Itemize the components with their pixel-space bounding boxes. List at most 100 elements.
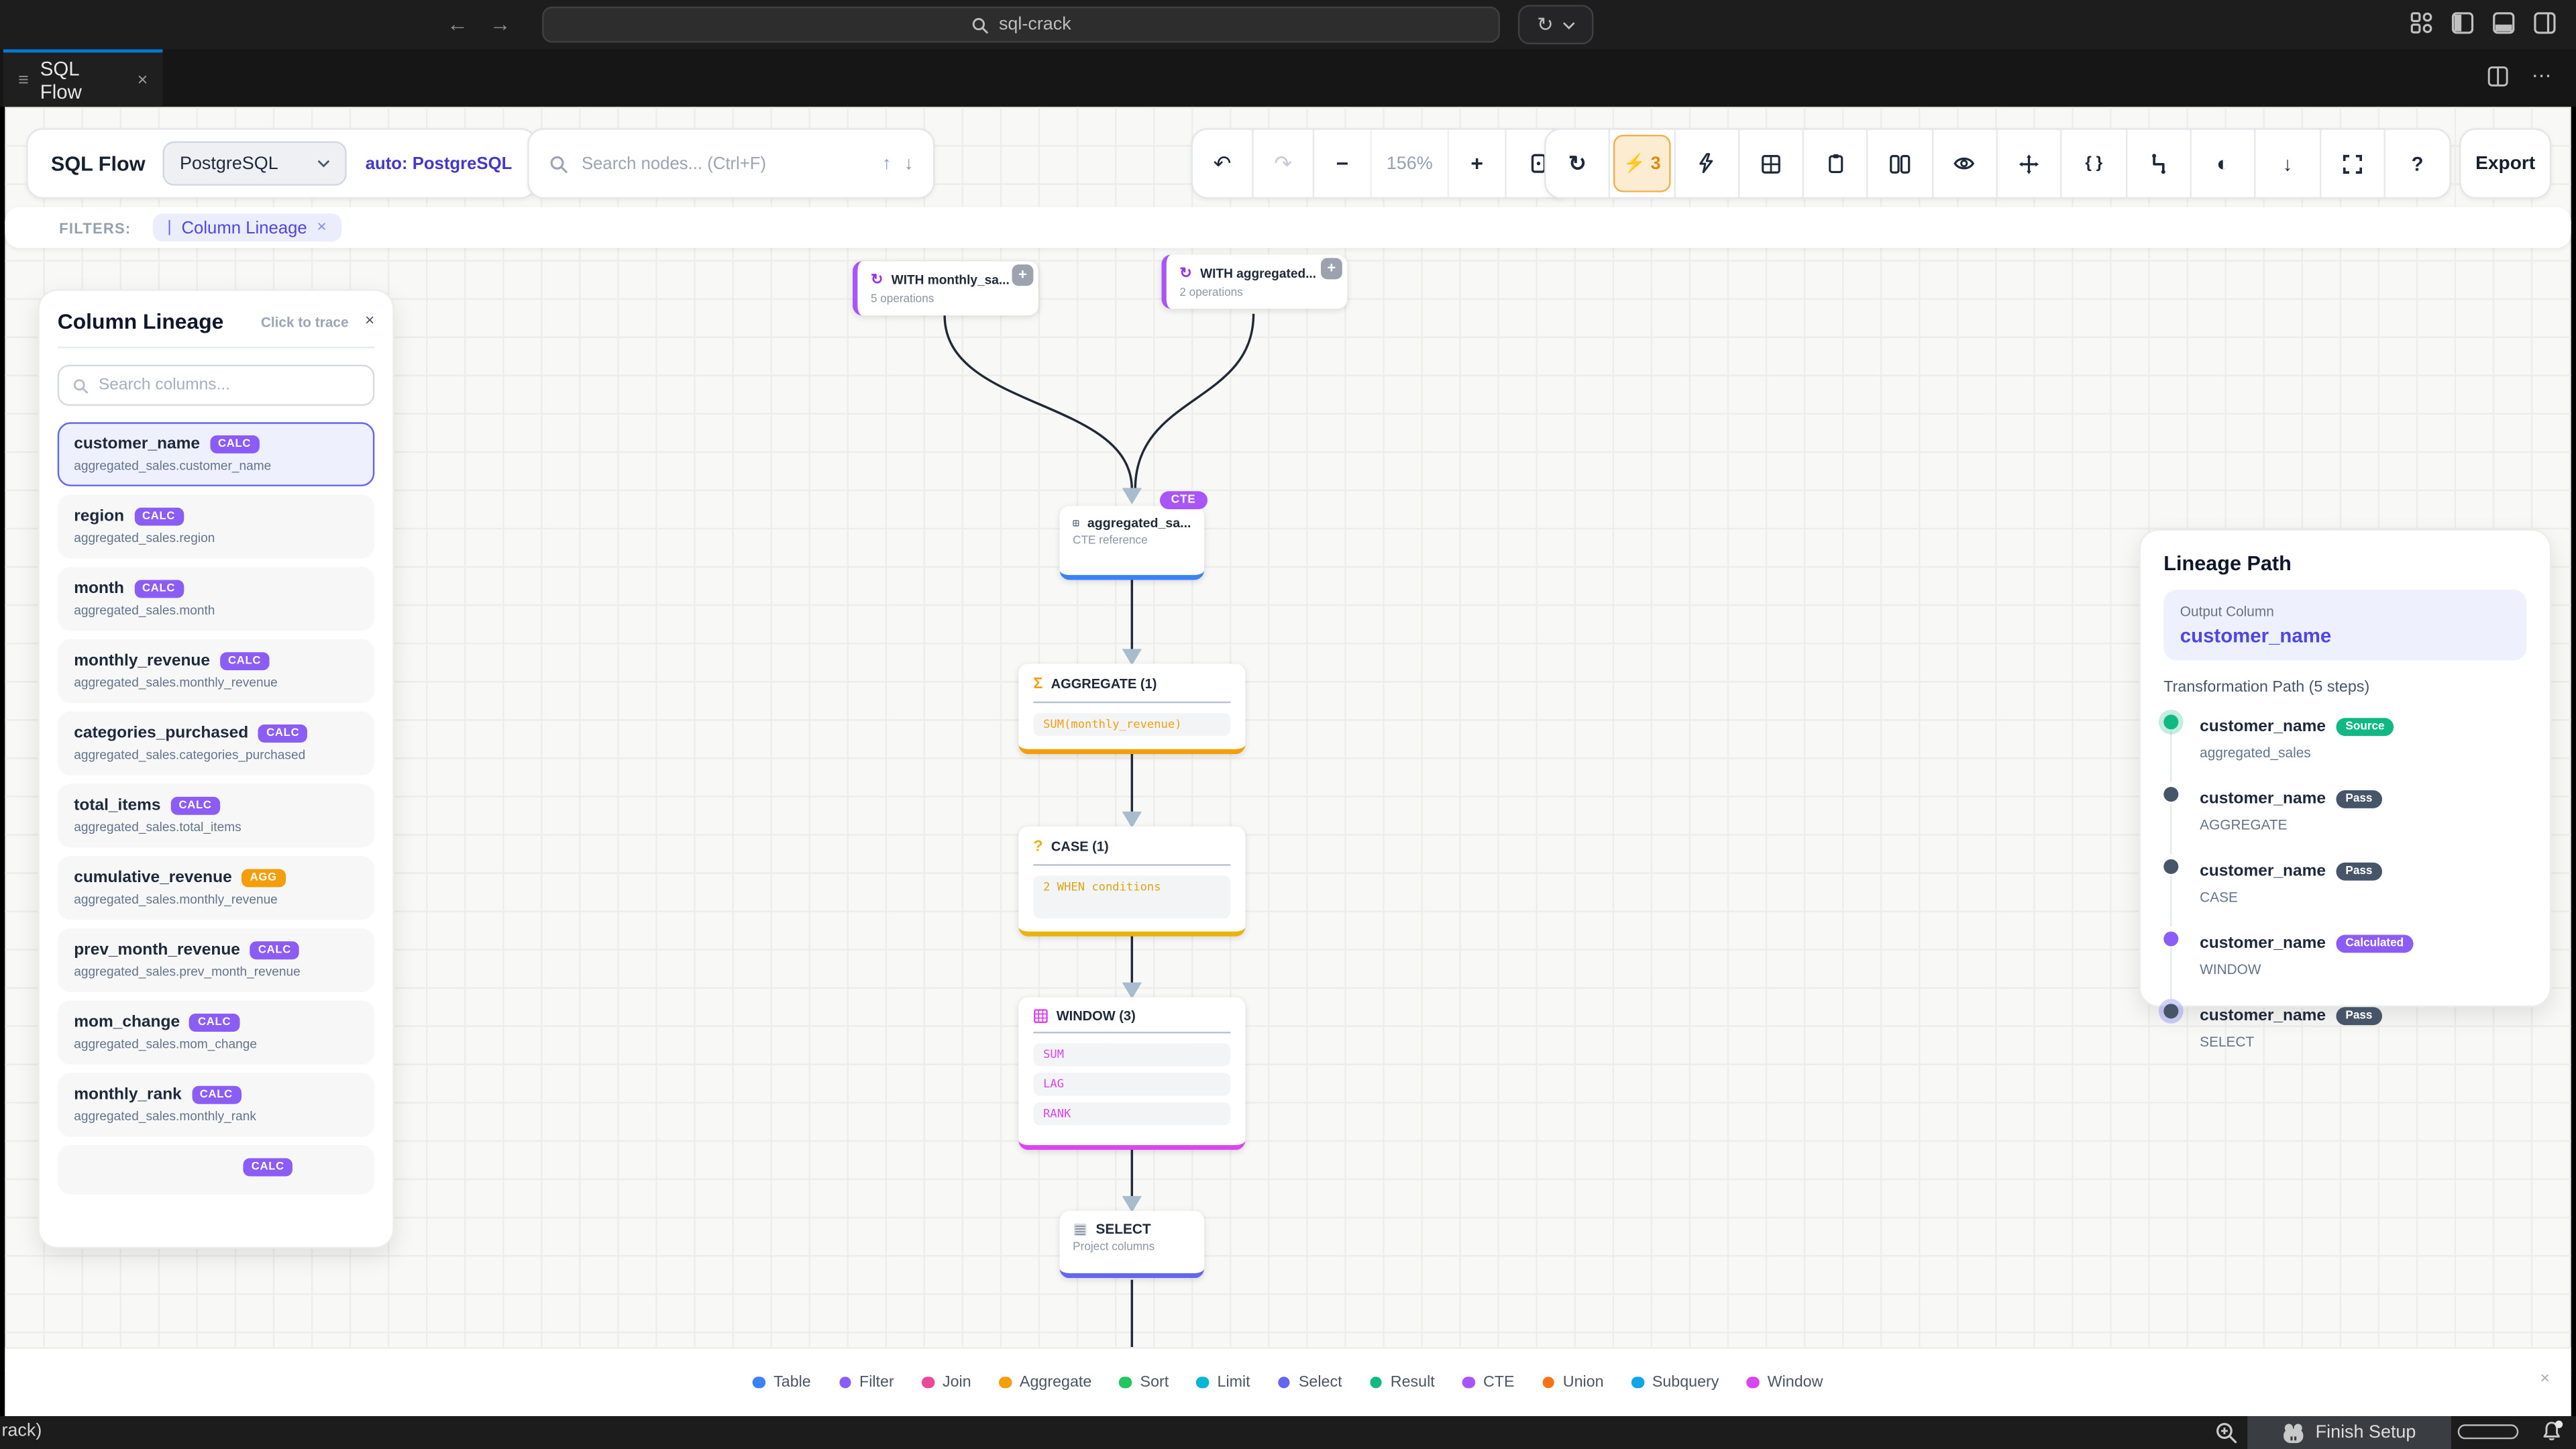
- sync-dropdown-button[interactable]: ↻: [1517, 5, 1594, 45]
- panel-bottom-icon[interactable]: [2492, 11, 2515, 34]
- bolt-count-button[interactable]: ⚡ 3: [1611, 129, 1675, 197]
- more-actions-icon[interactable]: ⋯: [2531, 64, 2553, 87]
- column-search-placeholder: Search columns...: [98, 376, 230, 394]
- refresh-button[interactable]: ↻: [1546, 129, 1611, 197]
- redo-button[interactable]: ↷: [1254, 129, 1315, 197]
- braces-button[interactable]: { }: [2062, 129, 2127, 197]
- legend-dot: [839, 1376, 851, 1389]
- back-button[interactable]: ←: [447, 11, 468, 36]
- column-source: aggregated_sales.customer_name: [74, 458, 272, 474]
- export-button[interactable]: Export: [2459, 128, 2552, 199]
- filter-chip-column-lineage[interactable]: | Column Lineage ×: [152, 213, 341, 242]
- panel-right-icon[interactable]: [2533, 11, 2556, 34]
- column-list-item[interactable]: customer_name CALC aggregated_sales.cust…: [57, 422, 375, 486]
- contrast-button[interactable]: ◐: [2192, 129, 2257, 197]
- node-with-monthly-sales[interactable]: ↻ WITH monthly_sa... 5 operations +: [853, 261, 1038, 316]
- legend-item: Result: [1370, 1373, 1435, 1391]
- sync-icon: ↻: [1536, 13, 1554, 36]
- legend-item: Window: [1747, 1373, 1823, 1391]
- column-list-item[interactable]: cumulative_revenue AGG aggregated_sales.…: [57, 855, 375, 920]
- column-list-item[interactable]: monthly_rank CALC aggregated_sales.month…: [57, 1073, 375, 1137]
- address-bar[interactable]: sql-crack: [542, 6, 1500, 43]
- question-icon: ?: [1033, 837, 1043, 856]
- lineage-path-panel: Lineage Path Output Column customer_name…: [2139, 529, 2552, 1050]
- node-subtitle: 5 operations: [870, 293, 934, 305]
- step-column-name: customer_name: [2200, 790, 2326, 808]
- arrow-down-button[interactable]: ↓: [2256, 129, 2321, 197]
- progress-pill: [2457, 1424, 2519, 1440]
- column-list-item[interactable]: month CALC aggregated_sales.month: [57, 566, 375, 631]
- column-search-input[interactable]: Search columns...: [57, 364, 375, 406]
- step-badge: Pass: [2335, 790, 2383, 808]
- output-column-label: Output Column: [2180, 602, 2274, 620]
- legend-dot: [1196, 1376, 1210, 1389]
- close-legend-icon[interactable]: ×: [2540, 1370, 2550, 1389]
- node-cte-reference[interactable]: CTE aggregated_sa... CTE reference: [1059, 491, 1208, 580]
- column-type-badge: CALC: [189, 1014, 239, 1032]
- chevron-down-icon: [1562, 21, 1574, 29]
- legend-dot: [1631, 1376, 1644, 1389]
- tab-sql-flow[interactable]: ≡ SQL Flow ×: [3, 49, 163, 107]
- column-lineage-panel: Column Lineage Click to trace × Search c…: [38, 289, 394, 1249]
- close-panel-icon[interactable]: ×: [365, 312, 375, 331]
- auto-dialect-label: auto: PostgreSQL: [365, 153, 513, 174]
- clipboard-button[interactable]: [1804, 129, 1869, 197]
- legend-label: Union: [1562, 1373, 1604, 1392]
- next-match-button[interactable]: ↓: [904, 153, 914, 174]
- dialect-select[interactable]: PostgreSQL: [163, 141, 347, 186]
- column-list-item[interactable]: CALC: [57, 1144, 375, 1195]
- zoom-in-button[interactable]: +: [1470, 151, 1483, 176]
- finish-setup-label: Finish Setup: [2315, 1422, 2416, 1443]
- undo-button[interactable]: ↶: [1193, 129, 1254, 197]
- column-list-item[interactable]: region CALC aggregated_sales.region: [57, 494, 375, 559]
- panel-left-icon[interactable]: [2451, 11, 2474, 34]
- tools-card: ↻ ⚡ 3 { } ◐ ↓: [1544, 128, 2452, 199]
- select-lines-icon: [1074, 1222, 1087, 1236]
- editor-tabbar: ≡ SQL Flow × ⋯: [0, 49, 2576, 107]
- column-list-item[interactable]: monthly_revenue CALC aggregated_sales.mo…: [57, 639, 375, 704]
- column-list-item[interactable]: total_items CALC aggregated_sales.total_…: [57, 784, 375, 848]
- bell-icon[interactable]: [2540, 1419, 2565, 1444]
- node-case[interactable]: ? CASE (1) 2 WHEN conditions: [1018, 826, 1246, 936]
- expand-node-button[interactable]: +: [1012, 264, 1034, 286]
- book-button[interactable]: [1869, 129, 1933, 197]
- layout-grid-icon[interactable]: [2410, 11, 2433, 34]
- column-name: prev_month_revenue: [74, 941, 240, 960]
- expand-node-button[interactable]: +: [1320, 258, 1342, 280]
- cte-rotate-icon: ↻: [1179, 264, 1192, 281]
- remove-filter-icon[interactable]: ×: [317, 218, 327, 237]
- bolt-outline-button[interactable]: [1675, 129, 1740, 197]
- grid-button[interactable]: [1739, 129, 1805, 197]
- column-list-item[interactable]: prev_month_revenue CALC aggregated_sales…: [57, 928, 375, 993]
- column-list-item[interactable]: categories_purchased CALC aggregated_sal…: [57, 711, 375, 775]
- node-search-card[interactable]: Search nodes... (Ctrl+F) ↑ ↓: [527, 128, 935, 199]
- node-aggregate[interactable]: Σ AGGREGATE (1) SUM(monthly_revenue): [1018, 663, 1246, 755]
- forward-button[interactable]: →: [489, 11, 511, 36]
- node-with-aggregated-sales[interactable]: ↻ WITH aggregated... 2 operations +: [1161, 254, 1348, 309]
- prev-match-button[interactable]: ↑: [882, 153, 892, 174]
- fullscreen-button[interactable]: [2320, 129, 2385, 197]
- zoom-controls-card: ↶ ↷ − 156% +: [1191, 128, 1572, 199]
- legend-label: Select: [1298, 1373, 1342, 1392]
- zoom-in-icon[interactable]: [2214, 1421, 2237, 1444]
- elbow-button[interactable]: [2127, 129, 2192, 197]
- split-editor-icon[interactable]: [2487, 65, 2509, 87]
- move-button[interactable]: [1998, 129, 2063, 197]
- legend-dot: [753, 1376, 765, 1389]
- eye-button[interactable]: [1933, 129, 1998, 197]
- legend-item: Sort: [1119, 1373, 1169, 1391]
- help-button[interactable]: ?: [2411, 152, 2424, 175]
- node-select[interactable]: SELECT Project columns: [1059, 1210, 1205, 1279]
- column-list-item[interactable]: mom_change CALC aggregated_sales.mom_cha…: [57, 1000, 375, 1065]
- finish-setup-button[interactable]: Finish Setup: [2247, 1416, 2451, 1449]
- case-conditions: 2 WHEN conditions: [1033, 875, 1231, 918]
- zoom-out-button[interactable]: −: [1336, 151, 1349, 176]
- close-tab-icon[interactable]: ×: [137, 70, 148, 90]
